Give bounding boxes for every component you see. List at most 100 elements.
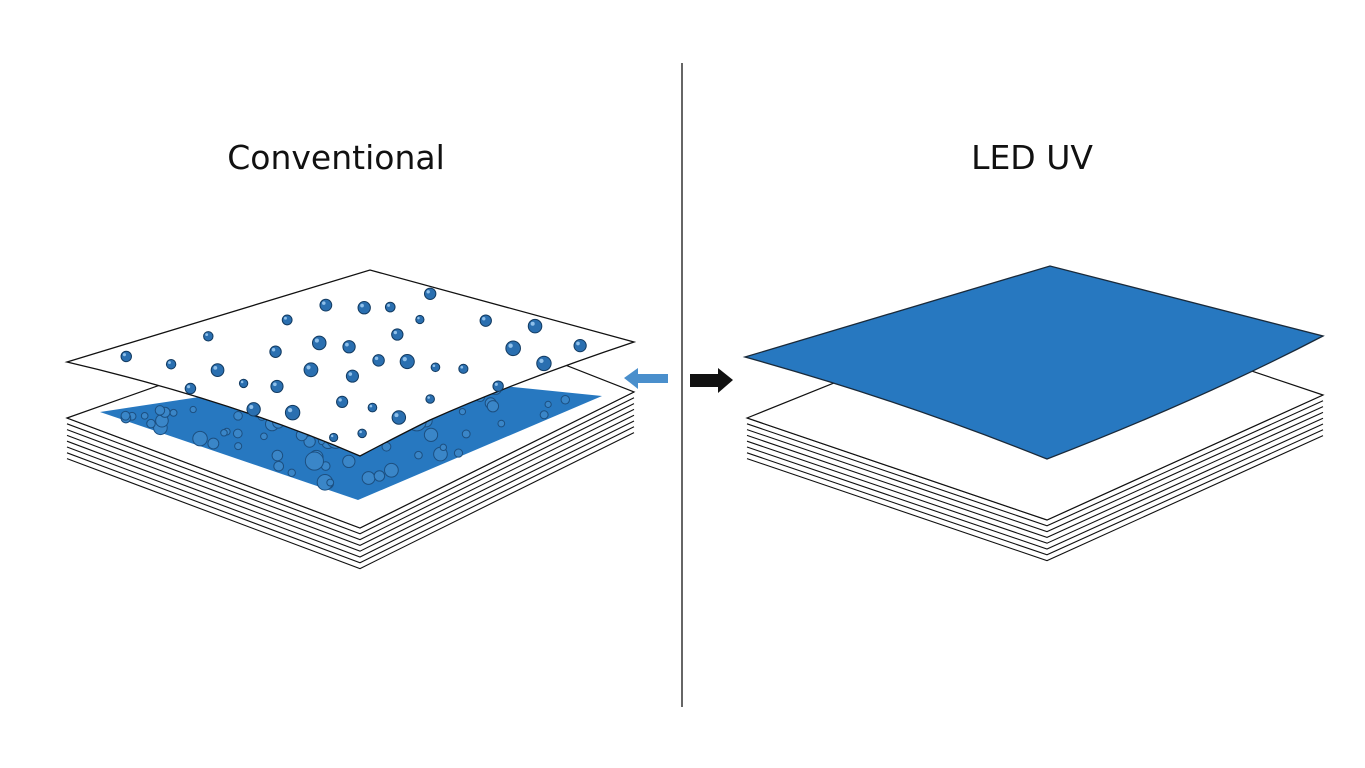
droplet-highlight — [387, 303, 391, 307]
solvent-droplet — [372, 354, 385, 367]
ink-bubble — [207, 437, 220, 450]
droplet-highlight — [402, 356, 407, 362]
solvent-droplet — [425, 394, 435, 404]
paper-sheet-edge — [66, 432, 635, 570]
ink-bubble — [539, 410, 549, 420]
paper-sheet-edge — [746, 411, 1324, 538]
led-uv-title: LED UV — [971, 138, 1093, 177]
droplet-highlight — [271, 348, 276, 352]
ink-bubble — [453, 448, 464, 458]
ink-bubble — [260, 432, 268, 441]
droplet-highlight — [205, 333, 209, 337]
solvent-droplet — [357, 301, 371, 315]
droplet-highlight — [427, 396, 430, 399]
paper-sheet-edge — [66, 408, 635, 546]
ink-bubble — [232, 428, 243, 439]
cured-ink-sheet — [742, 265, 1325, 460]
solvent-droplet — [357, 428, 367, 439]
droplet-highlight — [374, 356, 379, 361]
arrow-left-icon — [624, 368, 668, 389]
droplet-highlight — [187, 385, 191, 389]
paper-sheet-edge — [746, 435, 1324, 562]
paper-sheet-edge — [746, 423, 1324, 550]
ink-bubble — [120, 410, 131, 421]
droplet-highlight — [168, 361, 171, 365]
conventional-top-sheet — [64, 269, 637, 457]
solvent-droplets — [120, 287, 587, 443]
solvent-droplet — [492, 380, 504, 392]
ink-bubble — [154, 405, 166, 416]
droplet-highlight — [314, 338, 319, 343]
solvent-droplet — [336, 395, 349, 408]
droplet-highlight — [576, 341, 580, 346]
ink-bubble — [169, 408, 178, 417]
solvent-droplet — [238, 378, 249, 389]
droplet-highlight — [345, 342, 349, 347]
solvent-droplet — [391, 410, 407, 425]
paper-sheet-edge — [746, 406, 1324, 533]
ink-bubble — [461, 429, 471, 439]
ink-bubble — [414, 450, 423, 460]
paper-sheet-edge — [66, 426, 635, 564]
ink-bubble — [304, 451, 324, 471]
paper-sheet-edge — [746, 429, 1324, 556]
droplet-highlight — [508, 343, 513, 348]
droplet-highlight — [330, 434, 334, 438]
solvent-droplet — [210, 363, 225, 377]
droplet-highlight — [249, 404, 254, 409]
solvent-droplet — [319, 298, 333, 312]
paper-sheet-edge — [66, 420, 635, 558]
solvent-droplet — [527, 318, 543, 334]
ink-bubble — [234, 442, 243, 451]
solvent-droplet — [184, 382, 197, 395]
droplet-highlight — [460, 365, 464, 369]
droplet-highlight — [482, 316, 486, 321]
solvent-droplet — [342, 340, 356, 354]
solvent-droplet — [246, 402, 261, 417]
droplet-highlight — [322, 301, 326, 305]
solvent-droplet — [367, 402, 378, 413]
ink-bubble — [271, 449, 284, 462]
droplet-highlight — [348, 372, 353, 376]
solvent-droplet — [430, 362, 441, 373]
droplet-highlight — [393, 330, 398, 335]
solvent-droplet — [269, 345, 282, 358]
solvent-droplet — [505, 340, 521, 357]
droplet-highlight — [432, 364, 436, 368]
droplet-highlight — [283, 316, 287, 320]
ink-bubble — [373, 470, 386, 482]
ink-bubble — [361, 471, 376, 485]
ink-bubble — [342, 454, 356, 469]
solvent-droplet — [270, 379, 284, 393]
ink-bubble — [486, 400, 500, 413]
ink-bubble — [544, 400, 552, 408]
arrow-right-icon — [690, 368, 733, 393]
solvent-droplet — [345, 369, 359, 383]
paper-sheet-edge — [66, 414, 635, 552]
droplet-highlight — [494, 382, 498, 386]
droplet-highlight — [273, 382, 277, 387]
droplet-highlight — [122, 353, 126, 357]
solvent-droplet — [458, 363, 469, 374]
paper-sheet-edge — [66, 403, 635, 541]
droplet-highlight — [394, 413, 399, 418]
droplet-highlight — [213, 365, 218, 370]
paper-sheet-edge — [746, 417, 1324, 544]
solvent-droplet — [120, 350, 132, 363]
droplet-highlight — [360, 303, 364, 308]
solvent-droplet — [399, 353, 415, 370]
droplet-highlight — [338, 398, 342, 402]
droplet-highlight — [426, 290, 430, 294]
ink-bubble — [497, 419, 506, 428]
ink-bubble — [560, 395, 570, 405]
ink-bubble — [273, 460, 285, 472]
ink-bubble — [439, 443, 447, 452]
droplet-highlight — [417, 316, 420, 320]
paper-sheet-edge — [66, 397, 635, 535]
droplet-highlight — [369, 404, 373, 408]
solvent-droplet — [384, 301, 396, 313]
solvent-droplet — [281, 314, 293, 326]
ink-bubble — [189, 405, 197, 414]
ink-bubble — [423, 427, 439, 442]
